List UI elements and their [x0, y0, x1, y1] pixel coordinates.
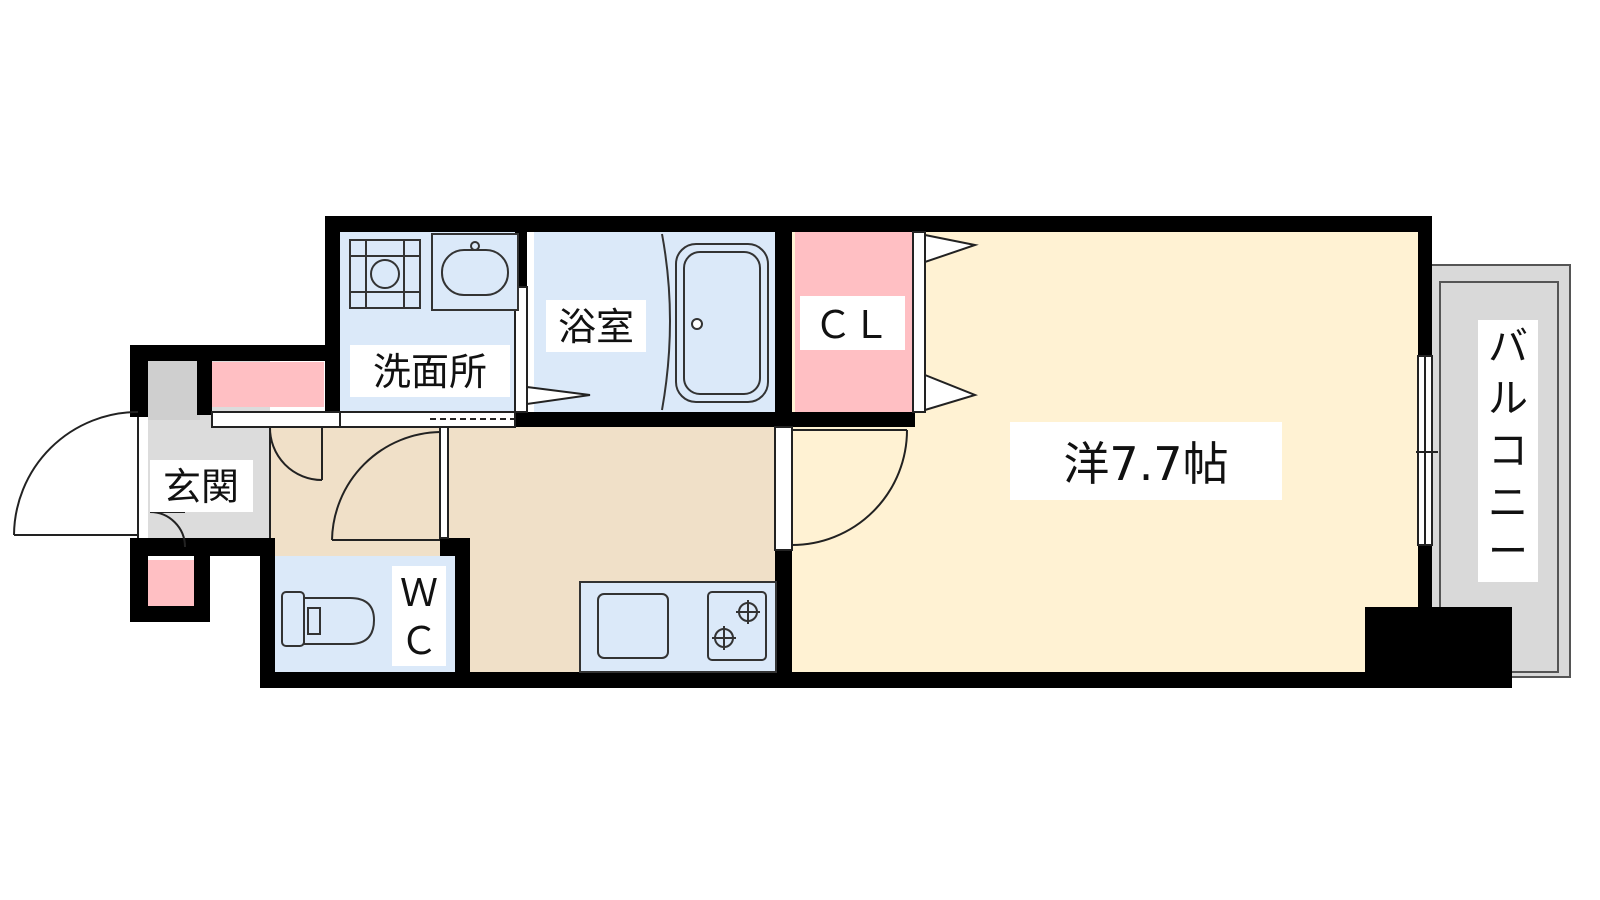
wall-entrance-floor-line — [148, 538, 273, 556]
wall-entrance-sep — [194, 538, 210, 622]
closet-folding-door[interactable] — [912, 231, 979, 413]
wall-entrance-bottom — [130, 606, 210, 622]
wall-bath-right — [775, 216, 792, 427]
wc-label-line2: Ｃ — [400, 619, 438, 663]
wash-basin-icon — [431, 233, 519, 311]
wall-wet-bottom — [515, 412, 790, 427]
wc-door[interactable] — [331, 426, 449, 541]
pillar — [1365, 607, 1512, 688]
entrance-floor-upper — [148, 360, 200, 420]
balcony-window[interactable] — [1416, 355, 1438, 546]
balcony-label-char-1: バ — [1488, 324, 1528, 370]
toilet-icon — [281, 591, 376, 647]
closet-label: ＣＬ — [814, 303, 890, 347]
wall-entrance-left-upper — [130, 345, 148, 417]
western-room-label: 洋7.7帖 — [1063, 437, 1228, 491]
wall-top — [325, 216, 1430, 232]
wall-shoebox-left — [197, 361, 212, 415]
balcony-label-char-4: ニ — [1488, 480, 1528, 526]
entrance-label-bg — [150, 460, 253, 512]
meter-box — [148, 560, 194, 606]
shoe-box-top — [212, 362, 324, 407]
wall-entrance-left-lower — [130, 538, 148, 622]
washroom-label-bg — [350, 345, 510, 397]
washroom-sliding-door[interactable] — [339, 411, 516, 428]
wc-label-line1: Ｗ — [400, 571, 438, 615]
wall-right-upper — [1418, 216, 1432, 356]
entrance-label: 玄関 — [163, 465, 239, 509]
balcony-label-char-3: コ — [1488, 428, 1528, 474]
wall-washroom-left — [325, 216, 340, 416]
wall-bottom — [262, 672, 1432, 688]
washing-machine-icon — [349, 239, 421, 309]
balcony-label-char-2: ル — [1488, 376, 1528, 422]
wc-label-bg — [392, 566, 446, 666]
balcony-label-bg — [1478, 320, 1538, 582]
western-room-door[interactable] — [774, 426, 908, 551]
wall-wc-right — [455, 538, 470, 688]
bath-label: 浴室 — [558, 305, 634, 349]
wall-closet-bottom — [775, 412, 915, 427]
front-door[interactable] — [13, 411, 148, 538]
kitchen-counter-icon — [579, 581, 777, 673]
wall-entrance-top — [130, 345, 340, 361]
washroom-label: 洗面所 — [373, 350, 487, 394]
wall-kitchen-right — [775, 550, 792, 688]
western-label-bg — [1010, 422, 1282, 500]
bathtub-icon — [661, 233, 769, 411]
bath-door[interactable] — [514, 286, 591, 413]
bath-label-bg — [546, 300, 646, 352]
balcony-label-char-5: ー — [1488, 529, 1528, 575]
wall-wc-left — [260, 538, 275, 688]
closet-label-bg — [800, 296, 905, 350]
